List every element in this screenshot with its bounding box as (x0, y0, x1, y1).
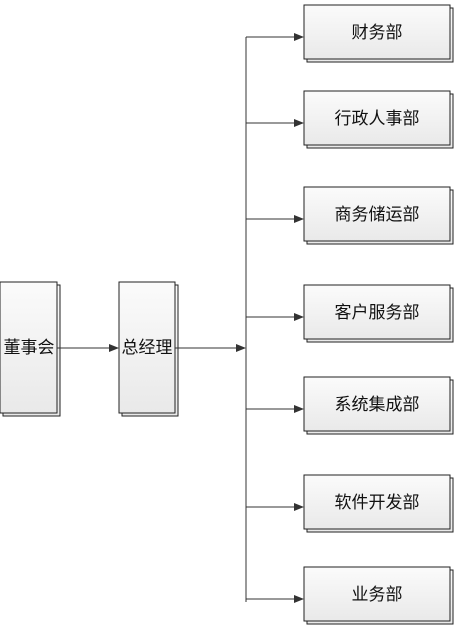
node-department-box (303, 4, 451, 60)
node-department-label: 软件开发部 (335, 493, 420, 513)
arrow-to-department (294, 215, 304, 223)
node-department: 财务部 (246, 4, 454, 63)
node-department: 业务部 (246, 566, 454, 625)
arrow-to-department (294, 595, 304, 603)
node-department-label: 客户服务部 (335, 303, 420, 323)
node-gm-box (118, 281, 176, 414)
node-department: 行政人事部 (246, 90, 454, 149)
node-department-box (303, 90, 451, 146)
node-department: 软件开发部 (246, 474, 454, 533)
node-department: 系统集成部 (246, 376, 454, 435)
node-gm: 总经理 (118, 281, 179, 417)
node-department-box (303, 186, 451, 242)
node-department-box (303, 474, 451, 530)
arrow-to-gm (109, 344, 119, 352)
node-department-label: 财务部 (352, 23, 403, 43)
node-department-box (303, 284, 451, 340)
connector-board-gm (57, 344, 119, 352)
node-department: 商务储运部 (246, 186, 454, 245)
node-gm-label: 总经理 (122, 338, 173, 358)
node-department-box (303, 566, 451, 622)
arrow-to-trunk (236, 344, 246, 352)
arrow-to-department (294, 405, 304, 413)
arrow-to-department (294, 119, 304, 127)
node-board-box (0, 281, 58, 414)
node-board: 董事会 (0, 281, 61, 417)
node-department-label: 业务部 (352, 585, 403, 605)
node-department: 客户服务部 (246, 284, 454, 343)
arrow-to-department (294, 313, 304, 321)
arrow-to-department (294, 503, 304, 511)
node-department-label: 商务储运部 (335, 205, 420, 225)
node-board-label: 董事会 (4, 338, 55, 358)
node-department-label: 系统集成部 (335, 395, 420, 415)
node-department-label: 行政人事部 (335, 109, 420, 129)
node-department-box (303, 376, 451, 432)
arrow-to-department (294, 33, 304, 41)
connector-gm-trunk (175, 344, 246, 352)
